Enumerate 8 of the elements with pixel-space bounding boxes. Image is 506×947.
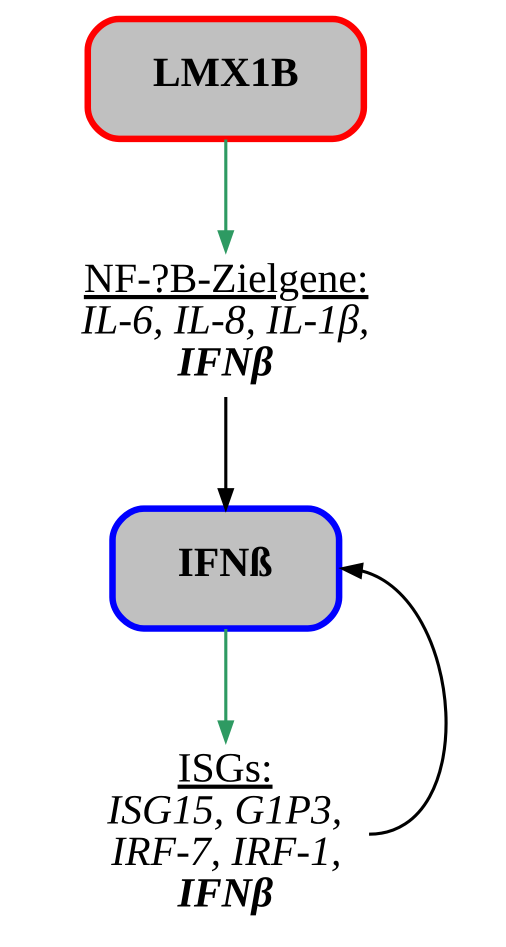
arrow (338, 562, 447, 836)
arrow (216, 628, 234, 745)
arrow (216, 396, 234, 513)
node-box: LMX1B (84, 16, 367, 142)
node-box: IFNß (108, 505, 342, 632)
node-text: ISGs: ISG15, G1P3, IRF-7, IRF-1, IFNβ (106, 746, 342, 917)
node-text: NF-?B-Zielgene: IL-6, IL-8, IL-1β, IFNβ (80, 256, 369, 386)
arrow (216, 140, 234, 255)
